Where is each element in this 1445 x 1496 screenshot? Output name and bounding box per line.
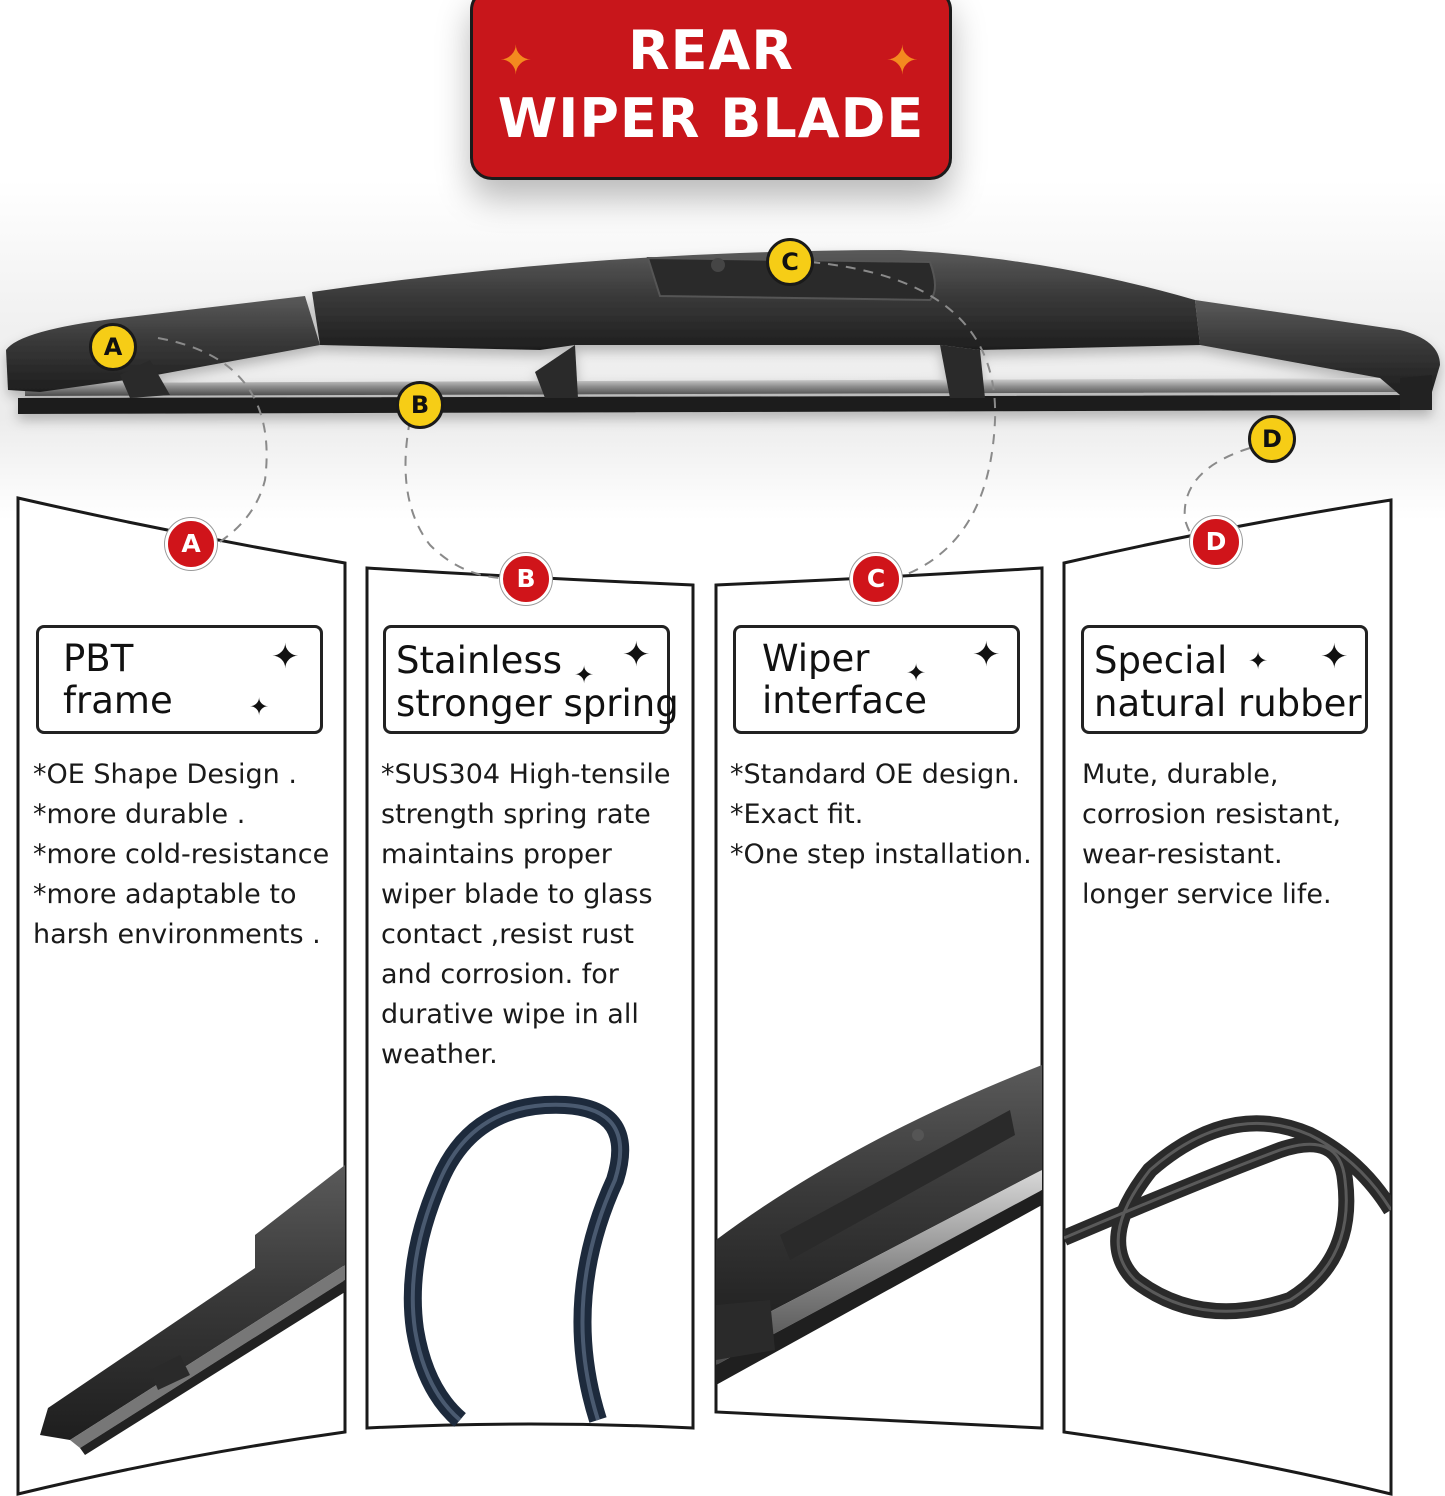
- description-line: *One step installation.: [730, 839, 1032, 870]
- description-line: corrosion resistant,: [1082, 799, 1341, 830]
- feature-title-line: stronger spring: [396, 682, 679, 725]
- feature-description-d: Mute, durable, corrosion resistant, wear…: [1082, 755, 1341, 915]
- hero-marker-c: C: [766, 238, 814, 286]
- description-line: *more durable .: [33, 799, 246, 830]
- title-line-1: REAR: [628, 19, 794, 82]
- feature-title-line: natural rubber: [1094, 682, 1362, 725]
- description-line: *SUS304 High-tensile: [381, 759, 671, 790]
- panel-marker-c: C: [850, 553, 902, 605]
- panel-marker-d: D: [1190, 516, 1242, 568]
- sparkle-icon: ✦: [1248, 648, 1269, 675]
- description-line: wiper blade to glass: [381, 879, 653, 910]
- feature-box-d: Special natural rubber ✦ ✦: [1081, 625, 1368, 734]
- description-line: weather.: [381, 1039, 498, 1070]
- sparkle-icon: ✦: [1320, 638, 1349, 676]
- feature-title-line: interface: [762, 679, 928, 722]
- hero-marker-a: A: [89, 323, 137, 371]
- spark-icon: ✦: [885, 39, 919, 83]
- description-line: longer service life.: [1082, 879, 1332, 910]
- sparkle-icon: ✦: [271, 638, 300, 676]
- hero-wiper-blade: [6, 250, 1440, 414]
- description-line: strength spring rate: [381, 799, 651, 830]
- description-line: contact ,resist rust: [381, 919, 634, 950]
- dashed-connectors: [157, 261, 1251, 579]
- feature-title-line: Stainless: [396, 639, 562, 682]
- feature-box-b: Stainless stronger spring ✦ ✦: [383, 625, 679, 734]
- feature-title-line: Wiper: [762, 637, 870, 680]
- panel-d-image: [1064, 1115, 1391, 1320]
- description-line: harsh environments .: [33, 919, 321, 950]
- panel-marker-b: B: [500, 553, 552, 605]
- feature-description-a: *OE Shape Design . *more durable . *more…: [33, 755, 329, 955]
- sparkle-icon: ✦: [906, 660, 927, 687]
- description-line: *Standard OE design.: [730, 759, 1020, 790]
- description-line: *OE Shape Design .: [33, 759, 297, 790]
- description-line: and corrosion. for: [381, 959, 619, 990]
- panel-c-image: [716, 1065, 1042, 1385]
- feature-description-c: *Standard OE design. *Exact fit. *One st…: [730, 755, 1032, 875]
- sparkle-icon: ✦: [574, 662, 595, 689]
- description-line: *more cold-resistance: [33, 839, 330, 870]
- hero-marker-d: D: [1248, 415, 1296, 463]
- description-line: *more adaptable to: [33, 879, 297, 910]
- sparkle-icon: ✦: [972, 636, 1001, 674]
- description-line: maintains proper: [381, 839, 612, 870]
- title-line-2: WIPER BLADE: [497, 87, 925, 150]
- feature-title-line: PBT: [63, 637, 134, 680]
- panel-marker-a: A: [165, 518, 217, 570]
- description-line: Mute, durable,: [1082, 759, 1279, 790]
- panel-d-shape: [1062, 498, 1393, 1496]
- spark-icon: ✦: [499, 39, 533, 83]
- description-line: durative wipe in all: [381, 999, 639, 1030]
- title-badge: ✦ ✦ REAR WIPER BLADE: [470, 0, 952, 180]
- feature-box-a: PBT frame ✦ ✦: [36, 625, 323, 734]
- description-line: wear-resistant.: [1082, 839, 1283, 870]
- feature-title-line: Special: [1094, 639, 1228, 682]
- hero-marker-b: B: [396, 381, 444, 429]
- description-line: *Exact fit.: [730, 799, 864, 830]
- panel-a-image: [40, 1165, 345, 1455]
- sparkle-icon: ✦: [249, 694, 270, 721]
- feature-title-line: frame: [63, 679, 173, 722]
- sparkle-icon: ✦: [622, 636, 651, 674]
- feature-box-c: Wiper interface ✦ ✦: [733, 625, 1020, 734]
- panel-b-image: [403, 1095, 630, 1427]
- feature-description-b: *SUS304 High-tensile strength spring rat…: [381, 755, 670, 1075]
